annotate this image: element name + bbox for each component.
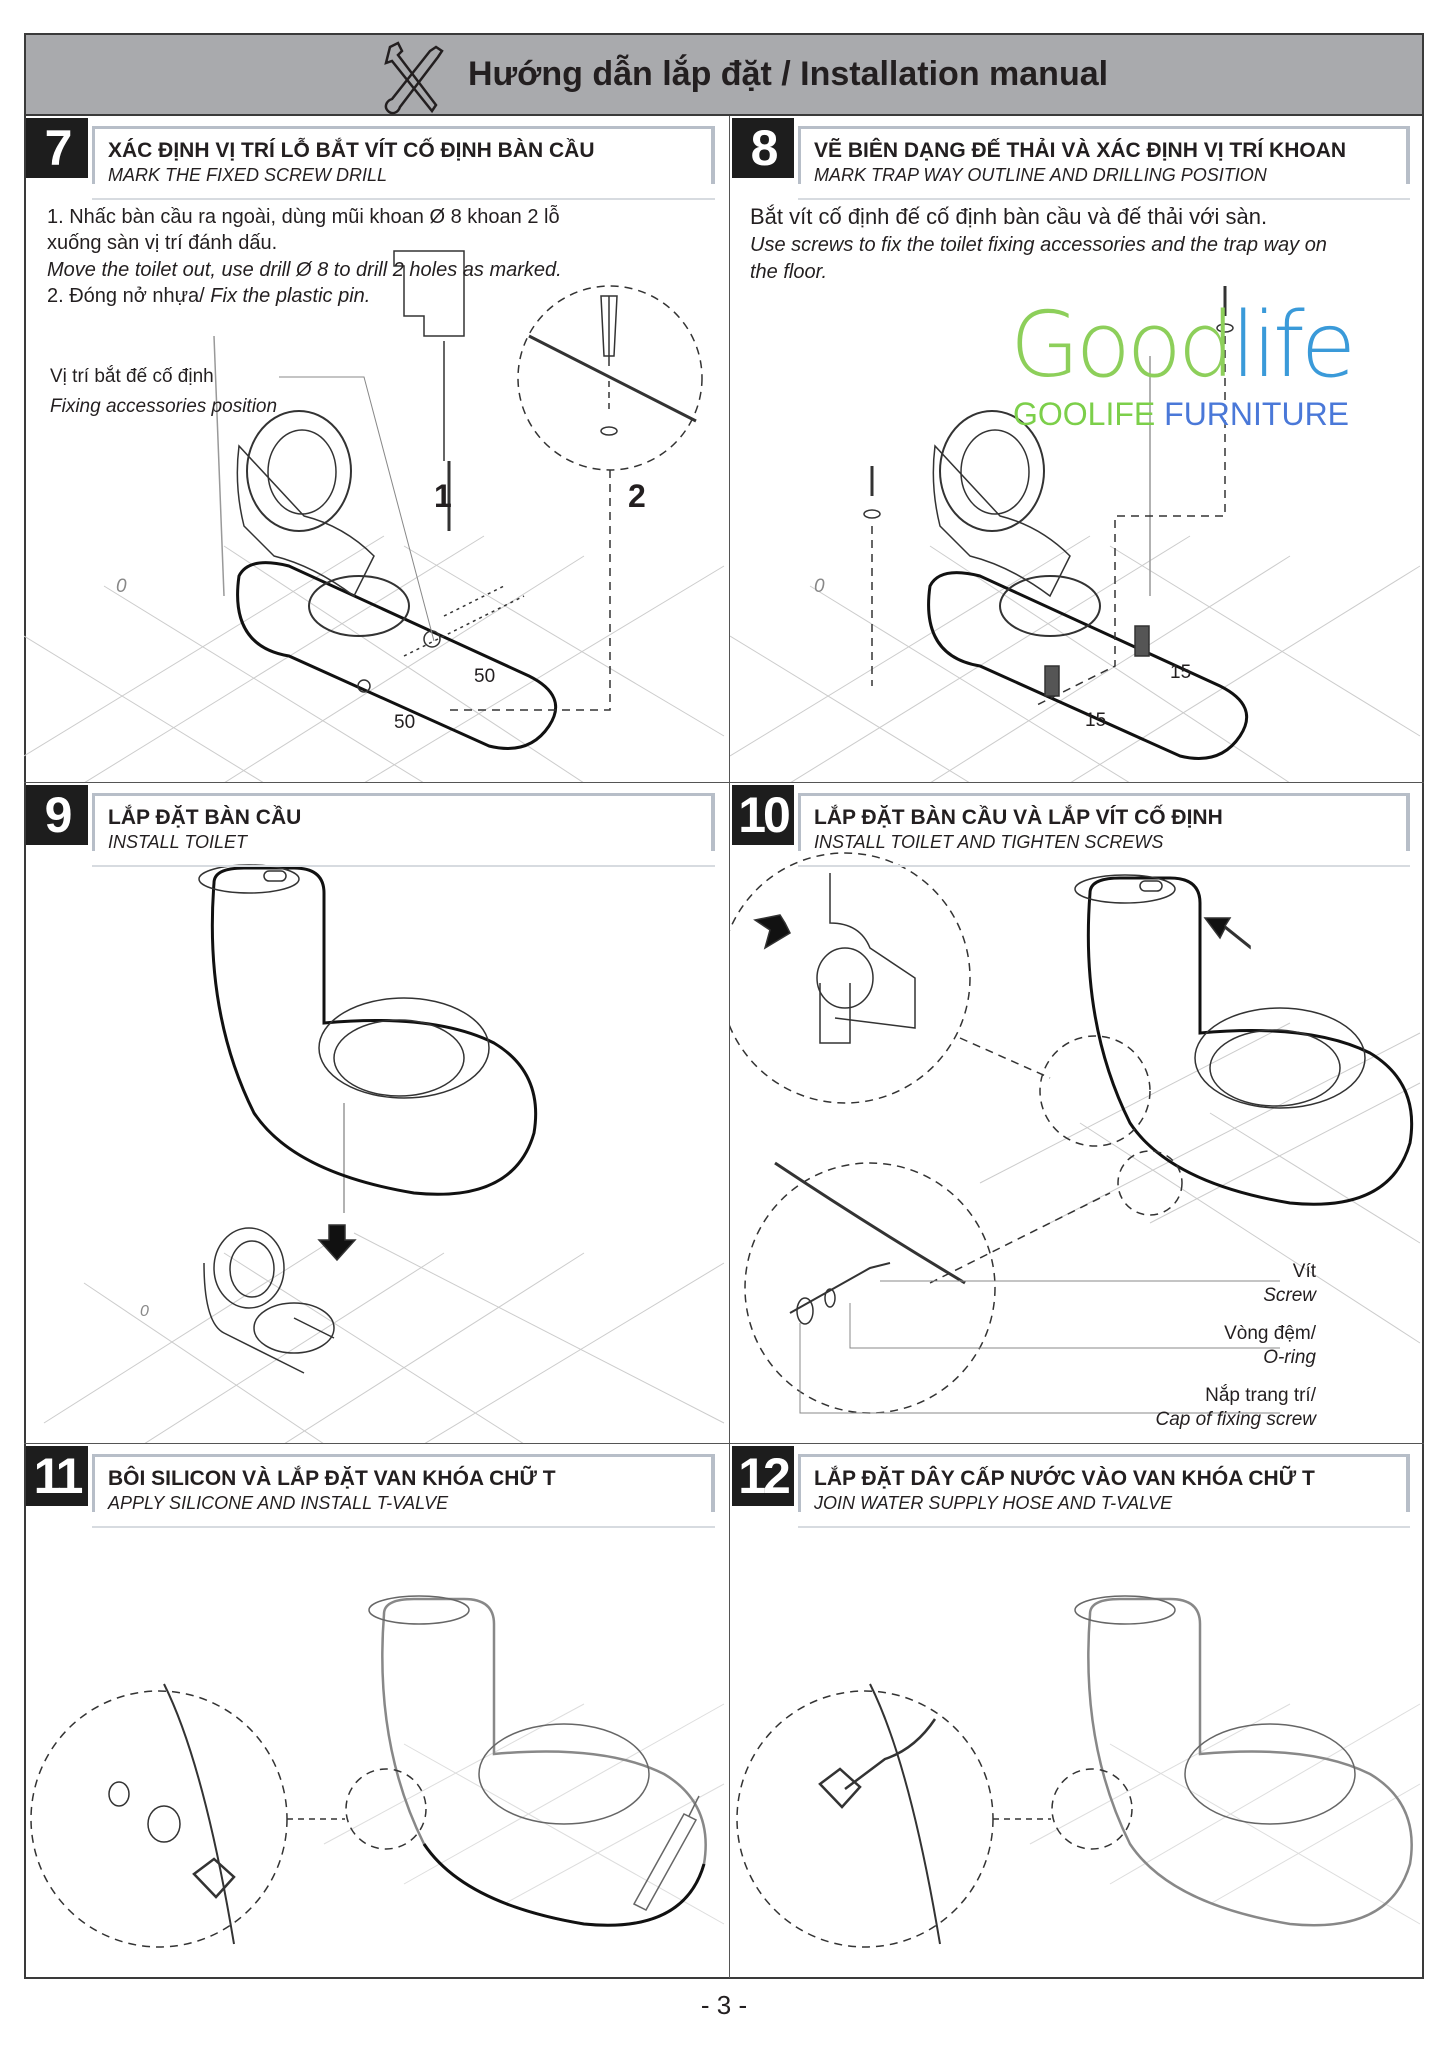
dimension: 50 (474, 666, 496, 687)
step-11-panel: 11 BÔI SILICON VÀ LẮP ĐẶT VAN KHÓA CHỮ T… (24, 1444, 730, 1978)
instruction-line: Fix the plastic pin. (210, 285, 371, 307)
divider (798, 865, 1410, 867)
step-9-illustration (43, 864, 725, 1443)
callout-1: 1 (434, 478, 452, 514)
step-title-vi: XÁC ĐỊNH VỊ TRÍ LỖ BẮT VÍT CỐ ĐỊNH BÀN C… (108, 139, 595, 162)
dimension: 15 (1085, 710, 1107, 731)
step-title-en: INSTALL TOILET (108, 832, 248, 852)
step-7-panel: 7 XÁC ĐỊNH VỊ TRÍ LỖ BẮT VÍT CỐ ĐỊNH BÀN… (24, 116, 730, 783)
part-label-vi: Nắp trang trí/ (1205, 1385, 1316, 1406)
step-12-panel: 12 LẮP ĐẶT DÂY CẤP NƯỚC VÀO VAN KHÓA CHỮ… (730, 1444, 1424, 1978)
divider (798, 1526, 1410, 1528)
step-9-panel: 9 LẮP ĐẶT BÀN CẦU INSTALL TOILET 0 (24, 783, 730, 1444)
step-title-en: JOIN WATER SUPPLY HOSE AND T-VALVE (814, 1493, 1173, 1513)
step-title-box: XÁC ĐỊNH VỊ TRÍ LỖ BẮT VÍT CỐ ĐỊNH BÀN C… (92, 126, 715, 185)
step-title-vi: LẮP ĐẶT BÀN CẦU (108, 806, 302, 829)
instruction-line: the floor. (750, 261, 828, 283)
step-number: 8 (732, 118, 794, 178)
divider (92, 865, 715, 867)
step-number: 12 (732, 1446, 794, 1506)
divider (798, 198, 1410, 200)
tools-icon (384, 41, 444, 115)
instruction-line: 2. Đóng nở nhựa/ (47, 285, 211, 307)
step-12-illustration (736, 1595, 1421, 1948)
step-title-en: APPLY SILICONE AND INSTALL T-VALVE (108, 1493, 449, 1513)
step-title-en: MARK TRAP WAY OUTLINE AND DRILLING POSIT… (814, 165, 1267, 185)
step-number: 7 (26, 118, 88, 178)
manual-title: Hướng dẫn lắp đặt / Installation manual (468, 55, 1109, 93)
part-label-en: O-ring (1263, 1347, 1316, 1368)
page-number: - 3 - (700, 1990, 748, 2020)
step-title-vi: BÔI SILICON VÀ LẮP ĐẶT VAN KHÓA CHỮ T (108, 1467, 556, 1490)
step-number: 10 (732, 785, 794, 845)
manual-header: Hướng dẫn lắp đặt / Installation manual (24, 33, 1424, 116)
step-10-panel: 10 LẮP ĐẶT BÀN CẦU VÀ LẮP VÍT CỐ ĐỊNH IN… (730, 783, 1424, 1444)
part-label-en: Screw (1263, 1285, 1316, 1306)
instruction-line: Move the toilet out, use drill Ø 8 to dr… (47, 259, 562, 281)
wall-mark: 0 (140, 1303, 149, 1320)
instruction-line: 1. Nhấc bàn cầu ra ngoài, dùng mũi khoan… (47, 206, 560, 228)
part-label-vi: Vòng đệm/ (1224, 1323, 1316, 1344)
label-en: Fixing accessories position (50, 396, 278, 417)
callout-2: 2 (628, 478, 646, 514)
instruction-line: xuống sàn vị trí đánh dấu. (47, 232, 278, 254)
instruction-line: Bắt vít cố định đế cố định bàn cầu và đế… (750, 204, 1268, 229)
step-number: 9 (26, 785, 88, 845)
step-title-vi: LẮP ĐẶT BÀN CẦU VÀ LẮP VÍT CỐ ĐỊNH (814, 806, 1223, 829)
wall-mark: 0 (116, 576, 127, 597)
divider (92, 198, 715, 200)
divider (92, 1526, 715, 1528)
step-8-illustration (730, 286, 1421, 782)
dimension: 15 (1170, 662, 1192, 683)
wall-mark: 0 (814, 576, 825, 597)
step-10-illustration (730, 852, 1421, 1414)
step-title-vi: LẮP ĐẶT DÂY CẤP NƯỚC VÀO VAN KHÓA CHỮ T (814, 1467, 1315, 1490)
step-11-illustration (30, 1595, 725, 1948)
step-7-illustration (24, 250, 725, 782)
step-title-box: LẮP ĐẶT BÀN CẦU VÀ LẮP VÍT CỐ ĐỊNH INSTA… (798, 793, 1410, 852)
step-title-en: MARK THE FIXED SCREW DRILL (108, 165, 388, 185)
label-vi: Vị trí bắt đế cố định (50, 366, 214, 387)
step-title-en: INSTALL TOILET AND TIGHTEN SCREWS (814, 832, 1164, 852)
step-title-box: LẮP ĐẶT BÀN CẦU INSTALL TOILET (92, 793, 715, 852)
step-title-box: VẼ BIÊN DẠNG ĐẾ THẢI VÀ XÁC ĐỊNH VỊ TRÍ … (798, 126, 1410, 185)
step-title-box: LẮP ĐẶT DÂY CẤP NƯỚC VÀO VAN KHÓA CHỮ T … (798, 1454, 1410, 1513)
dimension: 50 (394, 712, 416, 733)
step-title-box: BÔI SILICON VÀ LẮP ĐẶT VAN KHÓA CHỮ T AP… (92, 1454, 715, 1513)
instruction-line: Use screws to fix the toilet fixing acce… (750, 234, 1327, 256)
step-title-vi: VẼ BIÊN DẠNG ĐẾ THẢI VÀ XÁC ĐỊNH VỊ TRÍ … (814, 139, 1347, 162)
part-label-en: Cap of fixing screw (1155, 1409, 1316, 1430)
step-8-panel: 8 VẼ BIÊN DẠNG ĐẾ THẢI VÀ XÁC ĐỊNH VỊ TR… (730, 116, 1424, 783)
step-number: 11 (26, 1446, 88, 1506)
part-label-vi: Vít (1292, 1261, 1316, 1282)
